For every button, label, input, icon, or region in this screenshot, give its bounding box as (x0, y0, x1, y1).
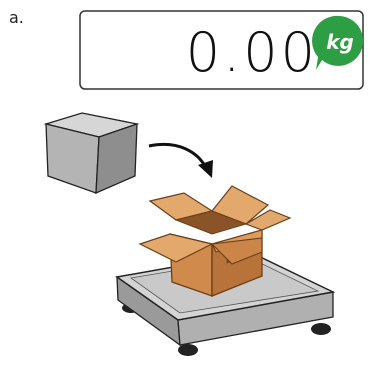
unit-badge-text: kg (326, 30, 354, 54)
box-flap-front-drop (210, 237, 263, 265)
panel-label: a. (9, 8, 24, 27)
display-reading: 0.00 (186, 21, 318, 84)
unit-badge-shape (312, 15, 364, 71)
box-flap-left (138, 233, 214, 263)
unit-badge: kg (312, 15, 364, 71)
curved-arrow-icon (148, 143, 213, 178)
scale-foot (178, 344, 198, 356)
weight-display: 0.00 kg (79, 10, 364, 90)
cube-icon (43, 112, 140, 195)
box-flap-right (244, 209, 292, 231)
display-frame (79, 10, 364, 90)
cardboard-box-icon (138, 185, 292, 297)
cube-side (95, 123, 138, 195)
scale-foot (311, 323, 331, 335)
